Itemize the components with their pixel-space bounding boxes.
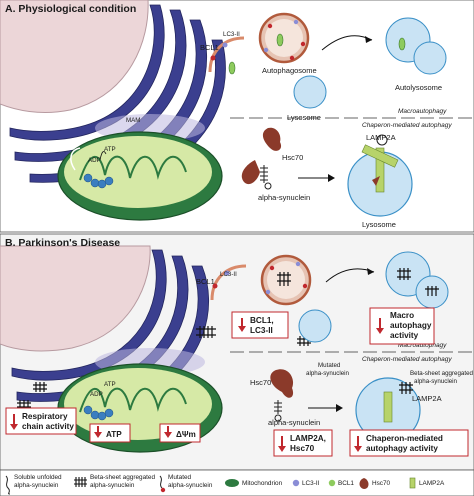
alpha-syn-label-b: alpha-synuclein bbox=[268, 418, 320, 427]
macroautophagy-label-b: Macroautophagy bbox=[398, 342, 447, 349]
legend-soluble-2: alpha-synuclein bbox=[14, 482, 59, 489]
phagophore-a bbox=[208, 36, 245, 75]
autolysosome-b bbox=[385, 251, 449, 309]
hsc70-icon bbox=[359, 478, 369, 489]
adp-label-b: ADP bbox=[90, 391, 103, 398]
lc3-label-a: LC3-II bbox=[223, 31, 240, 38]
autolysosome-a bbox=[385, 17, 447, 75]
adp-label-a: ADP bbox=[88, 157, 101, 164]
box-atp-text: ATP bbox=[106, 430, 122, 439]
bcl1-label-a: BCL1 bbox=[200, 43, 219, 52]
legend-mutated-1: Mutated bbox=[168, 474, 192, 481]
autophagosome-a bbox=[258, 12, 310, 64]
box-cma-line2: autophagy activity bbox=[366, 444, 438, 453]
box-bcl1-line1: BCL1, bbox=[250, 316, 274, 325]
box-macro: Macro autophagy activity bbox=[369, 307, 435, 345]
macroautophagy-label-a: Macroautophagy bbox=[398, 108, 447, 115]
panel-b-title: B. Parkinson's Disease bbox=[5, 237, 120, 249]
beta1-label-b: Beta-sheet aggregated bbox=[410, 370, 474, 377]
legend-beta-2: alpha-synuclein bbox=[90, 482, 135, 489]
bcl1-label-b: BCL1 bbox=[196, 277, 215, 286]
hsc70-label-b: Hsc70 bbox=[250, 378, 271, 387]
box-macro-line1: Macro bbox=[390, 311, 414, 320]
box-resp-line2: chain activity bbox=[22, 422, 74, 431]
lysosome-cma-a bbox=[347, 134, 413, 217]
legend-lamp2a: LAMP2A bbox=[419, 480, 445, 487]
soluble-synuclein-icon bbox=[5, 475, 11, 495]
lamp2a-icon bbox=[409, 477, 416, 489]
box-cma-line1: Chaperon-mediated bbox=[366, 434, 443, 443]
mutated2-label-b: alpha-synuclein bbox=[306, 370, 350, 377]
beta-sheet-icon bbox=[74, 477, 87, 487]
box-macro-line3: activity bbox=[390, 331, 419, 340]
bcl1-icon bbox=[328, 479, 336, 487]
hsc70-a bbox=[262, 127, 282, 151]
box-macro-line2: autophagy bbox=[390, 321, 432, 330]
hsc70-b bbox=[270, 369, 294, 398]
panel-b: ADP ATP B. Parkinson's Disease BCL1 LC3-… bbox=[0, 233, 474, 471]
atp-label-a: ATP bbox=[104, 146, 116, 153]
legend: Soluble unfolded alpha-synuclein Beta-sh… bbox=[0, 469, 474, 496]
panel-a-title: A. Physiological condition bbox=[5, 3, 136, 15]
mitochondrion-a: ADP ATP bbox=[57, 131, 223, 221]
box-cma: Chaperon-mediated autophagy activity bbox=[349, 429, 469, 457]
lamp2a-label-a: LAMP2A bbox=[366, 133, 396, 142]
panel-a: MAM ADP ATP A. Physiological condition B… bbox=[0, 0, 474, 233]
alpha-synuclein-a bbox=[260, 165, 272, 190]
box-dpsi: ΔΨm bbox=[159, 423, 201, 443]
legend-bcl1: BCL1 bbox=[338, 480, 354, 487]
lysosome-b-top bbox=[298, 309, 332, 343]
lysosome-label-a: Lysosome bbox=[287, 113, 321, 122]
box-lamp: LAMP2A, Hsc70 bbox=[273, 429, 333, 457]
phagophore-b bbox=[210, 264, 247, 301]
box-lamp-line2: Hsc70 bbox=[290, 444, 315, 453]
box-resp: Respiratory chain activity bbox=[5, 407, 77, 435]
alpha-syn-label-a: alpha-synuclein bbox=[258, 193, 310, 202]
nucleus-b bbox=[0, 245, 151, 352]
lc3-icon bbox=[292, 479, 300, 487]
autophagosome-label: Autophagosome bbox=[262, 66, 317, 75]
mam-label: MAM bbox=[126, 117, 140, 124]
box-dpsi-text: ΔΨm bbox=[176, 430, 196, 439]
box-resp-line1: Respiratory bbox=[22, 412, 68, 421]
legend-soluble-1: Soluble unfolded bbox=[14, 474, 62, 481]
box-lamp-line1: LAMP2A, bbox=[290, 434, 326, 443]
autophagosome-b bbox=[260, 254, 312, 306]
nucleus-a bbox=[0, 0, 149, 113]
lc3-label-b: LC3-II bbox=[220, 271, 237, 278]
legend-lc3: LC3-II bbox=[302, 480, 320, 487]
cma-label-b: Chaperon-mediated autophagy bbox=[362, 356, 452, 363]
mutated-synuclein-icon bbox=[159, 475, 166, 493]
legend-beta-1: Beta-sheet aggregated bbox=[90, 474, 155, 481]
box-bcl1-lc3: BCL1, LC3-II bbox=[231, 311, 289, 339]
legend-mutated-2: alpha-synuclein bbox=[168, 482, 213, 489]
lysosome2-label-a: Lysosome bbox=[362, 220, 396, 229]
alpha-synuclein-b bbox=[274, 400, 282, 422]
box-atp: ATP bbox=[89, 423, 131, 443]
atp-label-b: ATP bbox=[104, 381, 116, 388]
mutated-label-b: Mutated bbox=[318, 362, 341, 369]
legend-mito: Mitochondrion bbox=[242, 480, 283, 487]
autolysosome-label: Autolysosome bbox=[395, 83, 442, 92]
legend-hsc70: Hsc70 bbox=[372, 480, 391, 487]
beta-sheet-aggregates-b bbox=[17, 326, 311, 410]
beta2-label-b: alpha-synuclein bbox=[414, 378, 458, 385]
lysosome-a-top bbox=[293, 75, 327, 109]
cma-label-a: Chaperon-mediated autophagy bbox=[362, 122, 452, 129]
mitochondrion-icon bbox=[225, 479, 239, 487]
box-bcl1-line2: LC3-II bbox=[250, 326, 273, 335]
lamp2a-label-b: LAMP2A bbox=[412, 394, 442, 403]
hsc70-label-a: Hsc70 bbox=[282, 153, 303, 162]
